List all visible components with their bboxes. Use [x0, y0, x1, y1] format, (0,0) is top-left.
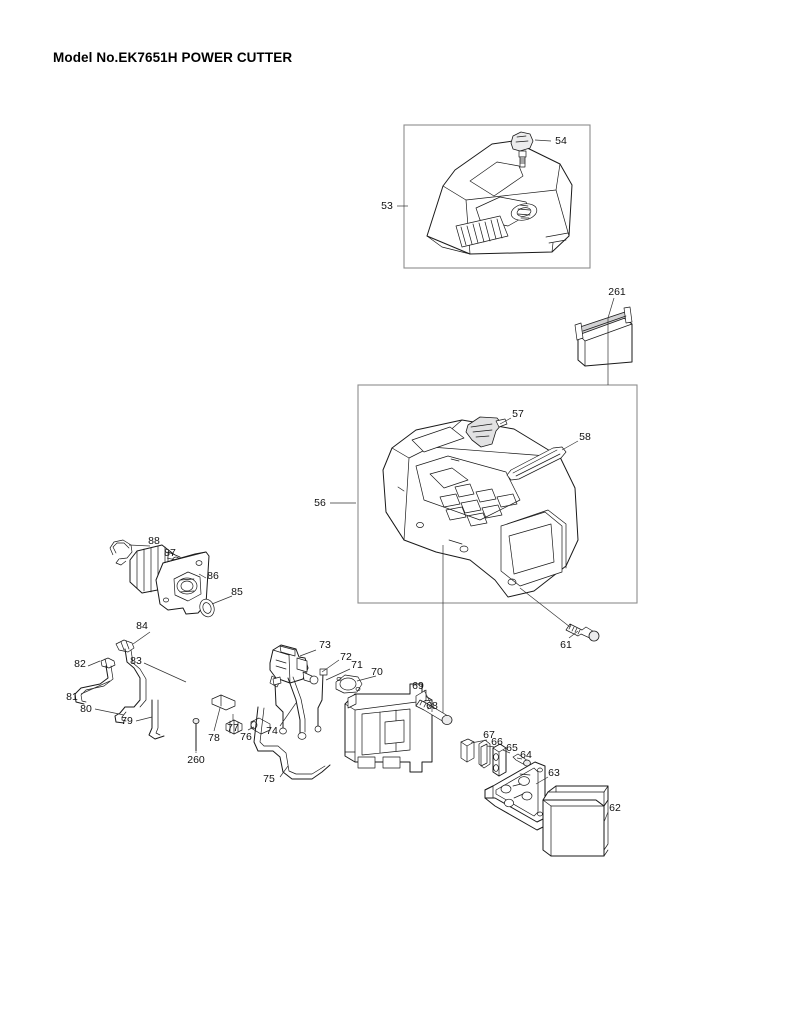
- part-66-gasket: [478, 739, 491, 769]
- leader-73: [299, 649, 317, 657]
- callout-72: 72: [340, 651, 352, 663]
- callout-63: 63: [548, 767, 560, 779]
- callout-76: 76: [240, 731, 252, 743]
- leader-76: [247, 726, 255, 731]
- leader-80: [94, 708, 125, 716]
- leader-72: [321, 659, 340, 673]
- leader-88: [128, 544, 151, 547]
- leader-54: [534, 139, 552, 142]
- callout-84: 84: [136, 620, 148, 632]
- part-70-gasket: [335, 674, 363, 694]
- leader-61: [568, 630, 579, 639]
- leader-64: [516, 757, 523, 760]
- callout-88: 88: [148, 535, 160, 547]
- callout-261: 261: [608, 286, 626, 298]
- part-81-hose: [74, 665, 114, 705]
- leader-66: [486, 745, 496, 748]
- leader-71: [325, 668, 351, 681]
- leader-79: [135, 716, 153, 722]
- part-53-top-cover: [426, 140, 573, 255]
- leader-83: [143, 662, 187, 683]
- callout-80: 80: [80, 703, 92, 715]
- callout-81: 81: [66, 691, 78, 703]
- callout-260: 260: [187, 754, 205, 766]
- leader-84: [132, 631, 151, 645]
- callout-65: 65: [506, 742, 518, 754]
- part-78-pin: [211, 694, 236, 711]
- callout-79: 79: [121, 715, 133, 727]
- callout-70: 70: [371, 666, 383, 678]
- leader-57: [499, 417, 512, 425]
- leader-65: [502, 749, 511, 754]
- part-85-oring: [199, 598, 215, 618]
- callout-53: 53: [381, 200, 393, 212]
- part-77-roller: [225, 719, 243, 735]
- callout-83: 83: [130, 655, 142, 667]
- part-83-hose: [124, 648, 147, 708]
- part-261-element: [574, 306, 633, 367]
- callout-78: 78: [208, 732, 220, 744]
- callout-67: 67: [483, 729, 495, 741]
- leader-63: [535, 776, 549, 785]
- leader-69: [423, 689, 433, 707]
- group-box-top: [403, 124, 591, 269]
- callout-73: 73: [319, 639, 331, 651]
- part-84-nipple: [115, 639, 135, 653]
- part-67-cap: [460, 738, 475, 763]
- part-58-seal: [506, 446, 567, 481]
- leader-75: [279, 765, 289, 778]
- part-69-manifold: [344, 683, 433, 773]
- callout-69: 69: [412, 680, 424, 692]
- part-72-rod: [272, 676, 287, 735]
- leader-78: [213, 707, 221, 732]
- part-79-hose: [148, 699, 165, 740]
- leader-74: [279, 702, 297, 727]
- callout-71: 71: [351, 659, 363, 671]
- part-86-plate: [155, 551, 210, 615]
- callout-87: 87: [164, 547, 176, 559]
- part-54-knob: [510, 131, 534, 168]
- page-title: Model No.EK7651H POWER CUTTER: [53, 50, 293, 65]
- callout-54: 54: [555, 135, 567, 147]
- callout-86: 86: [207, 570, 219, 582]
- callout-82: 82: [74, 658, 86, 670]
- part-71-rod: [314, 668, 328, 733]
- part-88-clamp: [109, 539, 133, 566]
- part-61-screw: [565, 623, 600, 642]
- callout-74: 74: [266, 725, 278, 737]
- callout-66: 66: [491, 736, 503, 748]
- part-82-clip: [100, 657, 116, 669]
- callout-58: 58: [579, 431, 591, 443]
- leader-62: [603, 811, 609, 823]
- part-74-rod: [287, 676, 307, 740]
- part-260-screw: [192, 718, 200, 752]
- part-80-hose: [114, 706, 127, 724]
- callout-62: 62: [609, 802, 621, 814]
- callout-56: 56: [314, 497, 326, 509]
- leader-86: [198, 573, 207, 579]
- part-75-hose: [253, 706, 331, 780]
- part-65-lever: [492, 743, 507, 777]
- leader-82: [87, 660, 101, 667]
- leader-81: [80, 680, 111, 695]
- leader-261: [607, 297, 615, 319]
- group-box-main: [357, 384, 638, 604]
- callout-68: 68: [426, 700, 438, 712]
- callout-64: 64: [520, 749, 532, 761]
- callout-75: 75: [263, 773, 275, 785]
- leader-61-housing: [519, 587, 571, 628]
- leader-85: [211, 595, 233, 605]
- callout-61: 61: [560, 639, 572, 651]
- callout-57: 57: [512, 408, 524, 420]
- leader-70: [356, 675, 377, 682]
- part-62-filter: [542, 785, 609, 857]
- leader-67: [470, 739, 488, 744]
- part-63-holder: [484, 761, 546, 831]
- callout-85: 85: [231, 586, 243, 598]
- leader-58: [561, 440, 579, 451]
- callout-77: 77: [227, 722, 239, 734]
